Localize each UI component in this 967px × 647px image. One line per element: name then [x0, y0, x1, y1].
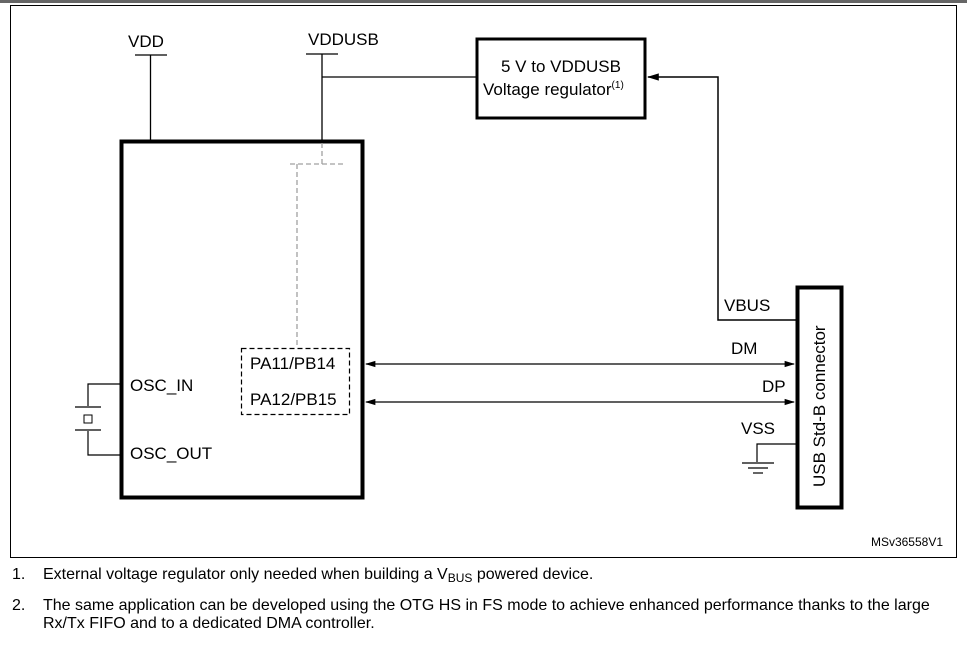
footnote-number: 2.	[12, 597, 26, 614]
footnote-text: The same application can be developed us…	[43, 597, 930, 632]
vdd-label: VDD	[128, 32, 164, 51]
dp-label: DP	[762, 377, 786, 396]
vss-label: VSS	[741, 419, 775, 438]
footnote-text: External voltage regulator only needed w…	[43, 566, 594, 585]
regulator-line2: Voltage regulator(1)	[483, 80, 624, 99]
dp-line: DP	[364, 377, 796, 406]
usb-pin-group	[240, 347, 351, 416]
osc-in-label: OSC_IN	[130, 376, 193, 395]
vss-ground: VSS	[741, 419, 796, 474]
footnotes: 1. External voltage regulator only neede…	[12, 566, 957, 646]
vbus-label: VBUS	[724, 296, 770, 315]
regulator-line1: 5 V to VDDUSB	[501, 57, 621, 76]
pin-dp-label: PA12/PB15	[250, 390, 337, 409]
osc-out-label: OSC_OUT	[130, 444, 212, 463]
vdd-supply: VDD	[128, 32, 167, 140]
footnote-2: 2. The same application can be developed…	[12, 597, 957, 636]
vbus-line: VBUS	[646, 73, 796, 321]
usb-device-connection-diagram: VDD VDDUSB 5 V to VDDUSB Voltage regulat…	[0, 0, 967, 558]
mcu-block: PA11/PB14 PA12/PB15 OSC_IN OSC_OUT	[119, 139, 365, 500]
dm-line: DM	[364, 339, 796, 368]
vddusb-label: VDDUSB	[308, 30, 379, 49]
dm-label: DM	[731, 339, 757, 358]
crystal-oscillator	[75, 383, 120, 456]
vddusb-supply: VDDUSB	[306, 30, 477, 140]
usb-std-b-connector: USB Std-B connector	[795, 285, 844, 510]
footnote-1: 1. External voltage regulator only neede…	[12, 566, 957, 587]
pin-dm-label: PA11/PB14	[250, 354, 335, 373]
footnote-number: 1.	[12, 566, 26, 583]
figure-title-cropped	[0, 0, 967, 3]
voltage-regulator-block: 5 V to VDDUSB Voltage regulator(1)	[475, 37, 647, 120]
connector-label: USB Std-B connector	[810, 325, 829, 487]
footnote-ref: (1)	[612, 80, 624, 91]
figure-frame	[10, 5, 957, 558]
figure-id: MSv36558V1	[871, 535, 943, 549]
